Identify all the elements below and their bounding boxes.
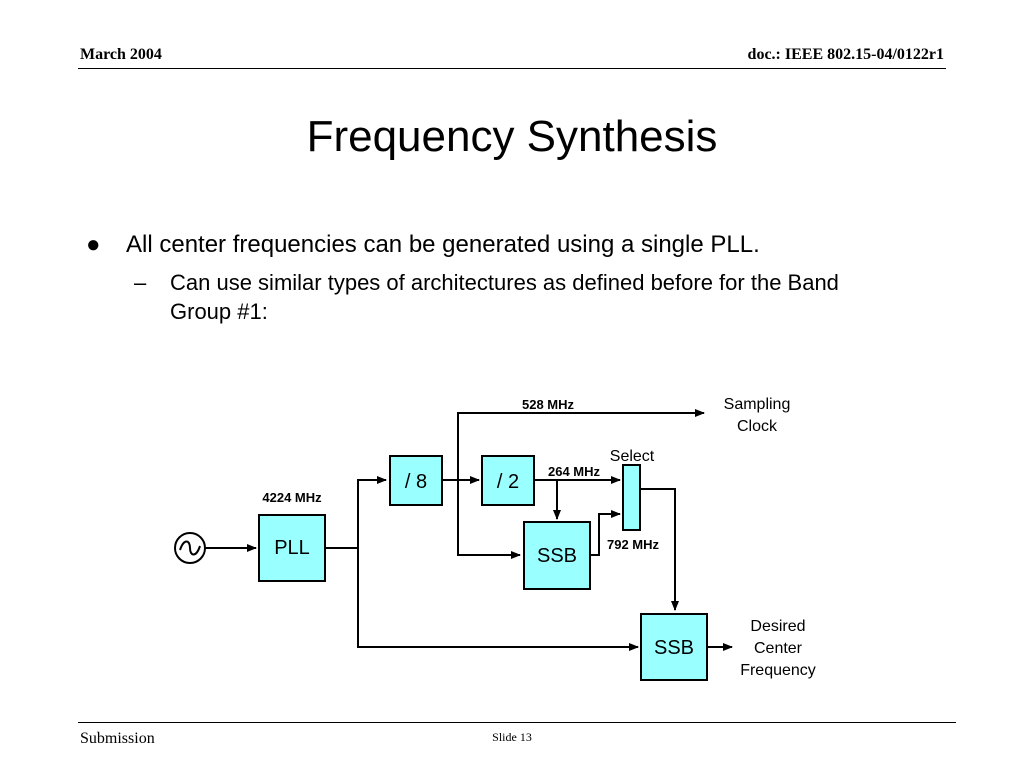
footer-submission: Submission xyxy=(80,730,155,747)
ssb-block-1 xyxy=(523,521,591,590)
wire-528-to-ssb1 xyxy=(457,480,521,559)
select-mux-block xyxy=(622,464,641,531)
pll-label: PLL xyxy=(274,537,310,559)
footer-slide-number: Slide 13 xyxy=(492,730,532,744)
wire-528-to-clock xyxy=(457,409,705,480)
slide-title: Frequency Synthesis xyxy=(306,112,718,161)
divide-by-8-label: / 8 xyxy=(405,471,427,493)
sampling-clock-line1: Sampling xyxy=(724,396,791,413)
select-label: Select xyxy=(610,448,655,465)
freq-label-264: 264 MHz xyxy=(548,464,601,479)
bullet-item-1: ● All center frequencies can be generate… xyxy=(86,228,946,262)
header-date: March 2004 xyxy=(80,46,162,63)
dash-icon: – xyxy=(134,270,147,295)
oscillator-icon xyxy=(174,532,206,564)
ssb-label-1: SSB xyxy=(537,545,577,567)
desired-freq-line1: Desired xyxy=(750,618,805,635)
header-doc-id: doc.: IEEE 802.15-04/0122r1 xyxy=(747,46,944,63)
freq-label-4224: 4224 MHz xyxy=(262,490,322,505)
desired-freq-line3: Frequency xyxy=(740,662,816,679)
bullet-list: ● All center frequencies can be generate… xyxy=(86,228,946,326)
wire-pll-to-ssb2 xyxy=(357,548,639,651)
bullet-dot-icon: ● xyxy=(86,231,101,258)
wire-mux-to-ssb2 xyxy=(640,488,679,611)
sampling-clock-line2: Clock xyxy=(737,418,778,435)
sub-bullet-text-1: Can use similar types of architectures a… xyxy=(170,270,839,324)
divide-by-2-block xyxy=(481,455,535,506)
wire-pll-to-div8 xyxy=(325,476,387,549)
pll-block xyxy=(258,514,326,582)
ssb-label-2: SSB xyxy=(654,637,694,659)
wire-792-to-mux xyxy=(590,510,621,556)
freq-label-528: 528 MHz xyxy=(522,397,575,412)
divide-by-2-label: / 2 xyxy=(497,471,519,493)
bullet-text-1: All center frequencies can be generated … xyxy=(126,231,760,258)
freq-label-792: 792 MHz xyxy=(607,537,660,552)
sub-bullet-item-1: – Can use similar types of architectures… xyxy=(134,268,890,326)
ssb-block-2 xyxy=(640,613,708,681)
header-rule xyxy=(78,68,946,69)
divide-by-8-block xyxy=(389,455,443,506)
footer-rule xyxy=(78,722,956,723)
desired-freq-line2: Center xyxy=(754,640,803,657)
